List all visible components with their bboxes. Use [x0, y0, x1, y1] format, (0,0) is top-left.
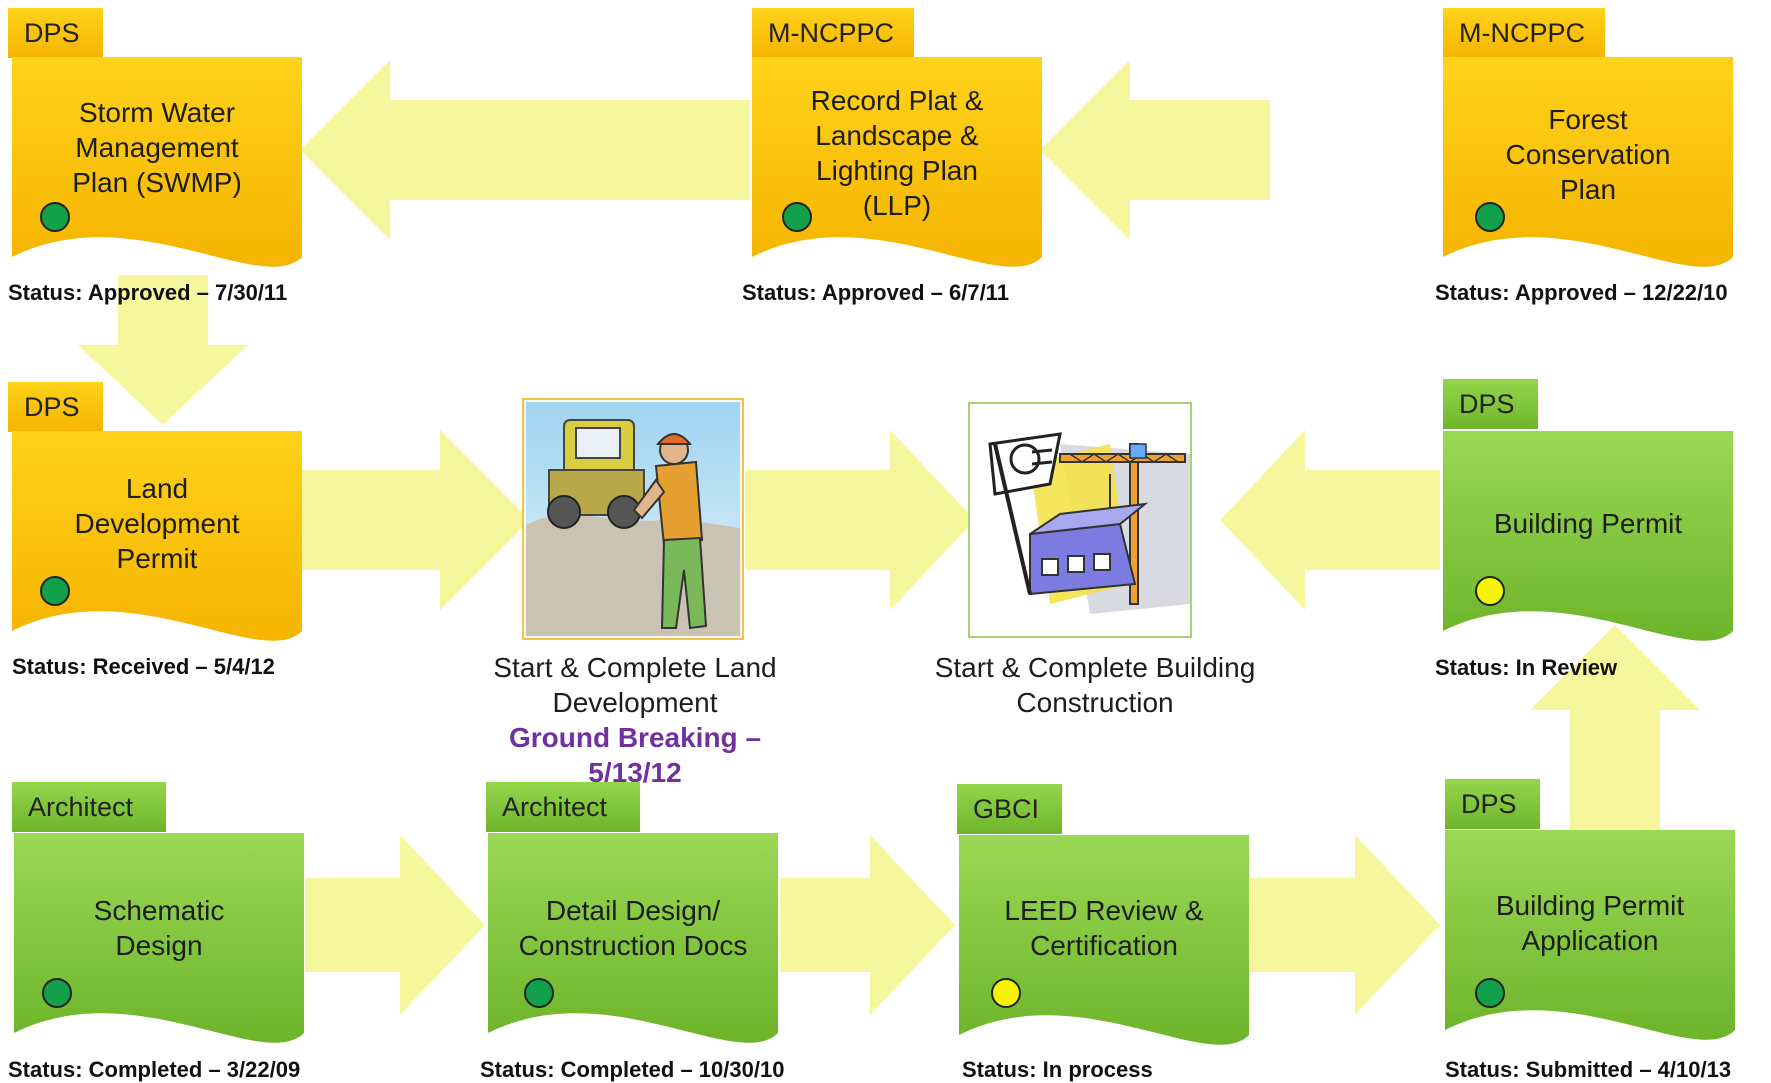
step-title: Schematic Design	[93, 895, 225, 961]
step-land-dev[interactable]: Land Development Permit	[12, 431, 302, 641]
org-tab-schematic: Architect	[12, 782, 166, 832]
doc-shape	[12, 431, 302, 641]
step-title: LEED Review & Certification	[1004, 895, 1204, 961]
arrow-forest-to-recordplat	[1040, 60, 1270, 240]
step-title: Storm Water Management Plan (SWMP)	[72, 97, 242, 198]
status-dot-yellow	[1475, 576, 1505, 606]
status-dot-yellow	[991, 978, 1021, 1008]
doc-shape	[959, 835, 1249, 1045]
doc-shape	[488, 833, 778, 1043]
doc-shape	[1443, 431, 1733, 641]
status-dot-green	[1475, 978, 1505, 1008]
arrow-land-activity-to-construction	[745, 430, 975, 610]
step-title: Forest Conservation Plan	[1505, 104, 1671, 205]
org-tab-land-dev: DPS	[8, 382, 103, 432]
org-tab-detail-design: Architect	[486, 782, 640, 832]
step-detail-design[interactable]: Detail Design/ Construction Docs	[488, 833, 778, 1043]
activity-title: Start & Complete Building Construction	[934, 652, 1256, 718]
status-detail-design: Status: Completed – 10/30/10	[480, 1057, 785, 1082]
arrow-leed-to-bpapp	[1250, 835, 1440, 1015]
doc-shape	[1445, 830, 1735, 1040]
doc-shape	[1443, 57, 1733, 267]
status-leed: Status: In process	[962, 1057, 1153, 1082]
crane-icon	[988, 432, 1190, 614]
step-record-plat[interactable]: Record Plat & Landscape & Lighting Plan …	[752, 57, 1042, 267]
ground-breaking-date: Ground Breaking – 5/13/12	[508, 722, 762, 788]
doc-shape	[14, 833, 304, 1043]
doc-shape	[752, 57, 1042, 267]
status-dot-green	[40, 576, 70, 606]
step-title: Building Permit Application	[1495, 890, 1685, 956]
bulldozer-worker-clipart	[522, 398, 744, 640]
arrow-landdev-to-land-activity	[300, 430, 530, 610]
step-forest[interactable]: Forest Conservation Plan	[1443, 57, 1733, 267]
step-title: Land Development Permit	[74, 473, 240, 574]
step-bp-application[interactable]: Building Permit Application	[1445, 830, 1735, 1040]
status-swmp: Status: Approved – 7/30/11	[8, 280, 288, 305]
caption-building-construction: Start & Complete Building Construction	[925, 650, 1265, 720]
status-building-permit: Status: In Review	[1435, 655, 1618, 680]
status-land-dev: Status: Received – 5/4/12	[12, 654, 275, 679]
status-record-plat: Status: Approved – 6/7/11	[742, 280, 1009, 305]
step-schematic[interactable]: Schematic Design	[14, 833, 304, 1043]
arrow-buildingpermit-to-construction	[1220, 430, 1440, 610]
crane-construction-clipart	[968, 402, 1192, 638]
caption-land-development: Start & Complete Land Development Ground…	[470, 650, 800, 790]
step-title: Detail Design/ Construction Docs	[518, 895, 748, 961]
status-schematic: Status: Completed – 3/22/09	[8, 1057, 301, 1082]
arrow-recordplat-to-swmp	[300, 60, 750, 240]
step-title: Building Permit	[1493, 508, 1683, 539]
status-dot-green	[524, 978, 554, 1008]
arrow-swmp-to-landdev	[78, 275, 248, 425]
arrow-schematic-to-detail	[305, 835, 485, 1015]
org-tab-bp-application: DPS	[1445, 779, 1540, 829]
status-dot-green	[42, 978, 72, 1008]
org-tab-record-plat: M-NCPPC	[752, 8, 914, 58]
activity-title: Start & Complete Land Development	[493, 652, 777, 718]
status-dot-green	[1475, 202, 1505, 232]
step-leed[interactable]: LEED Review & Certification	[959, 835, 1249, 1045]
step-title: Record Plat & Landscape & Lighting Plan …	[810, 85, 984, 221]
bulldozer-worker-icon	[526, 402, 740, 636]
doc-shape	[12, 57, 302, 267]
org-tab-forest: M-NCPPC	[1443, 8, 1605, 58]
status-bp-application: Status: Submitted – 4/10/13	[1445, 1057, 1732, 1082]
status-dot-green	[40, 202, 70, 232]
step-swmp[interactable]: Storm Water Management Plan (SWMP)	[12, 57, 302, 267]
org-tab-swmp: DPS	[8, 8, 103, 58]
status-dot-green	[782, 202, 812, 232]
arrow-detail-to-leed	[780, 835, 955, 1015]
step-building-permit[interactable]: Building Permit	[1443, 431, 1733, 641]
arrow-bpapp-to-buildingpermit	[1530, 625, 1700, 835]
org-tab-leed: GBCI	[957, 784, 1062, 834]
status-forest: Status: Approved – 12/22/10	[1435, 280, 1728, 305]
org-tab-building-permit: DPS	[1443, 379, 1538, 429]
